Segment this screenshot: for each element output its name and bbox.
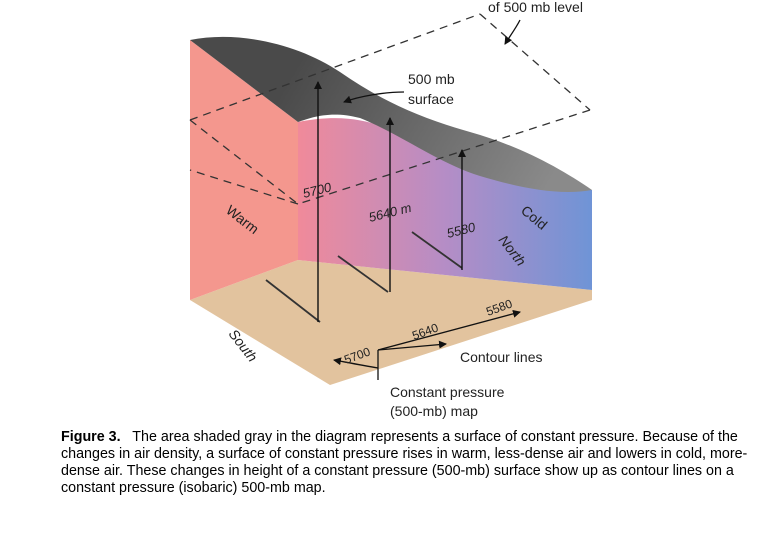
map-label-line2: (500-mb) map: [390, 403, 478, 419]
callout-arrows: [333, 19, 521, 380]
height-label-5700: 5700: [301, 179, 333, 201]
surface-label-line1: 500 mb: [408, 71, 455, 87]
constant-pressure-diagram: of 500 mb level 500 mb surface Warm Cold…: [189, 0, 592, 419]
height-arrows: [314, 81, 466, 322]
warm-side-face: [190, 40, 298, 300]
dashed-level-plane: [189, 13, 591, 205]
caption-label: Figure 3.: [61, 429, 121, 445]
caption-text: The area shaded gray in the diagram repr…: [61, 429, 748, 496]
top-level-label: of 500 mb level: [488, 0, 583, 15]
contour-lines-label: Contour lines: [460, 349, 543, 365]
constant-pressure-surface: [190, 36, 592, 193]
floor-map: [190, 260, 592, 385]
surface-label-line2: surface: [408, 91, 454, 107]
height-label-5580: 5580: [445, 219, 477, 241]
floor-contour-lines: [265, 231, 463, 323]
map-label-line1: Constant pressure: [390, 384, 505, 400]
figure-caption: Figure 3. The area shaded gray in the di…: [61, 429, 751, 497]
front-gradient-face: [298, 118, 592, 290]
